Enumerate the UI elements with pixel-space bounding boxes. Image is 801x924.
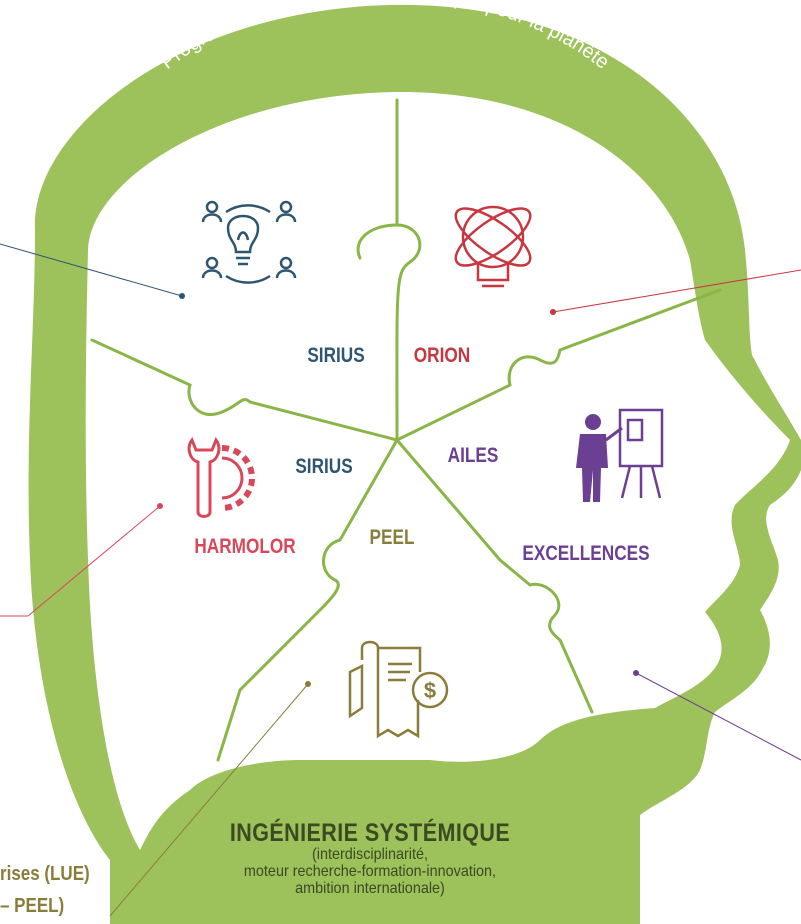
wrench-gear-icon <box>187 436 255 518</box>
pointer-lines <box>0 243 801 917</box>
edge-fragment-peel: – PEEL) <box>0 894 64 917</box>
segment-label-harmolor: HARMOLOR <box>194 536 295 559</box>
presenter-board-icon <box>576 408 664 502</box>
invoice-dollar-icon: $ <box>348 640 449 739</box>
segment-label-orion: ORION <box>414 345 470 368</box>
lightbulb-team-icon <box>201 200 297 284</box>
segment-label-sirius-top: SIRIUS <box>307 345 365 368</box>
segment-label-excellences: EXCELLENCES <box>522 543 649 566</box>
core-title: INGÉNIERIE SYSTÉMIQUE <box>229 819 511 847</box>
core-line-1: (interdisciplinarité, <box>311 846 429 863</box>
segment-label-peel: PEEL <box>370 527 415 550</box>
core-line-2: moteur recherche-formation-innovation, <box>243 863 497 880</box>
segment-label-sirius-mid: SIRIUS <box>295 456 353 479</box>
core-line-3: ambition internationale) <box>295 880 445 897</box>
svg-text:$: $ <box>424 678 436 703</box>
puzzle-dividers <box>90 98 722 762</box>
edge-fragment-lue: rises (LUE) <box>0 862 90 885</box>
atom-lightbulb-icon <box>454 205 532 288</box>
segment-label-ailes: AILES <box>448 445 499 468</box>
core-text-box: INGÉNIERIE SYSTÉMIQUE (interdisciplinari… <box>150 820 590 897</box>
